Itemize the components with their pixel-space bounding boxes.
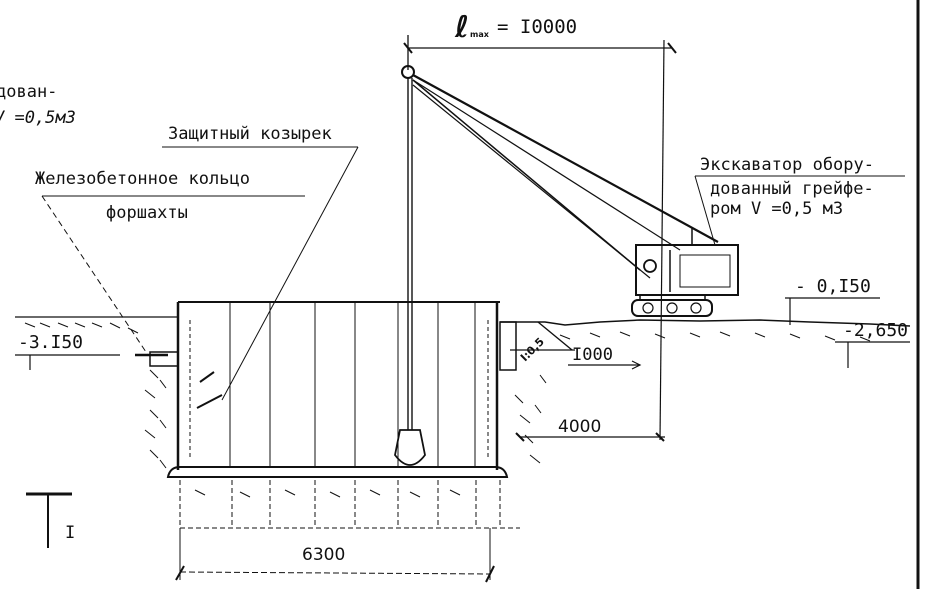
level-mark-left: -3.I50	[15, 332, 120, 370]
lmax-dimension: ℓ max = I0000	[403, 10, 677, 441]
dim-1000: I000	[568, 345, 642, 370]
dim-1000-label: I000	[572, 345, 613, 365]
level-right-top-label: - 0,I50	[795, 276, 871, 297]
lmax-symbol: ℓ	[454, 10, 469, 45]
ring-label-1: Железобетонное кольцо	[35, 169, 250, 189]
lmax-subscript: max	[470, 30, 490, 39]
ring-callout: Железобетонное кольцо форшахты	[35, 169, 305, 356]
level-left-label: -3.I50	[18, 332, 83, 353]
level-right-bottom-label: -2,650	[843, 320, 908, 341]
excavator-label-2: дованный грейфе-	[710, 179, 874, 199]
dim-6300: 6300	[175, 528, 495, 583]
crane-boom	[394, 65, 719, 466]
shield-callout: Защитный козырек	[162, 124, 359, 401]
level-mark-right-top: - 0,I50	[785, 276, 880, 325]
left-partial-label-2: V =0,5м3	[0, 108, 76, 128]
lmax-value: = I0000	[497, 16, 577, 38]
shield-label: Защитный козырек	[168, 124, 332, 144]
section-mark-label: I	[65, 523, 75, 543]
slope-mark: I:0,5	[518, 321, 573, 364]
ground-surface-left	[15, 316, 178, 469]
left-partial-label-1: дован-	[0, 82, 57, 102]
dim-6300-label: 6300	[302, 545, 345, 565]
level-mark-right-bottom: -2,650	[835, 320, 910, 368]
ground-surface-right	[500, 319, 911, 464]
excavator-body	[631, 228, 739, 317]
grab-bucket	[394, 429, 426, 466]
excavator-label-1: Экскаватор обору-	[700, 155, 874, 175]
ring-label-2: форшахты	[106, 203, 188, 223]
shaft-formwork	[149, 301, 520, 540]
excavator-label-3: ром V =0,5 м3	[710, 199, 843, 219]
dim-4000: 4000	[515, 417, 665, 442]
excavator-callout: Экскаватор обору- дованный грейфе- ром V…	[694, 155, 905, 246]
dim-4000-label: 4000	[558, 417, 601, 437]
section-mark: I	[26, 492, 75, 548]
